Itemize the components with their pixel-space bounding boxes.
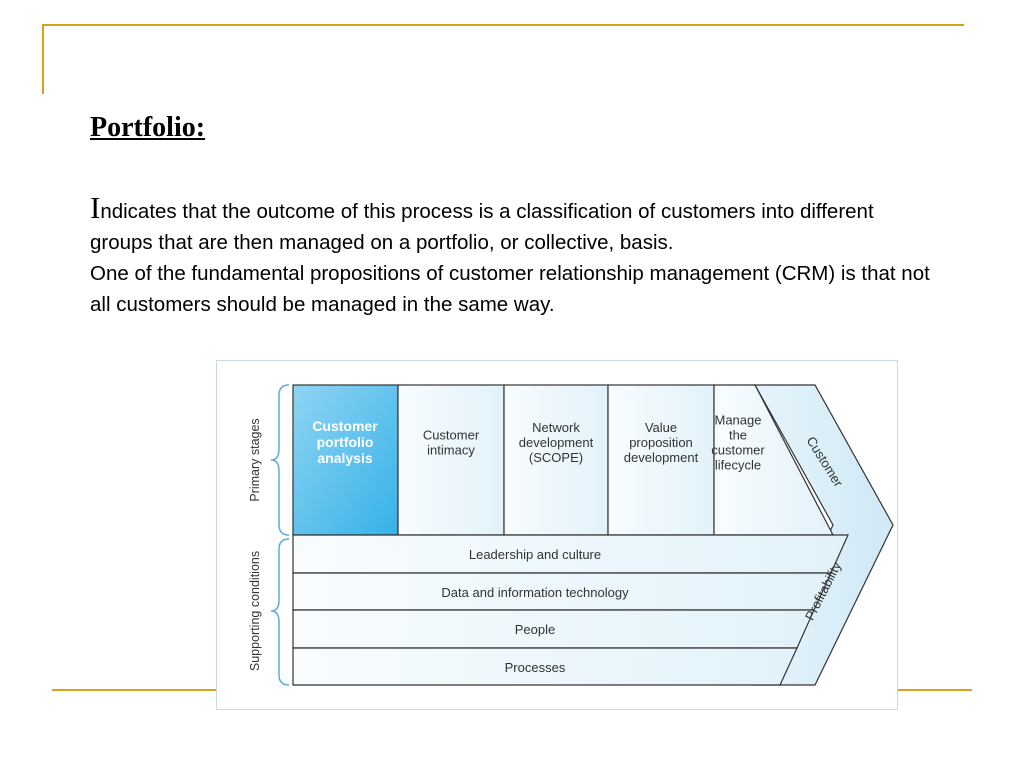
stage-label-5-line-4: lifecycle [715,458,761,473]
slide-title: Portfolio: [90,112,206,143]
stage-box-2 [397,384,505,536]
stage-label-2-line-1: Customer [423,428,480,443]
customer-profitability-chevron [753,384,894,686]
stage-label-4-line-2: proposition [629,435,693,450]
stage-label-1-line-3: analysis [317,450,372,466]
stage-label-4-line-3: development [624,450,699,465]
paragraph-1: Indicates that the outcome of this proce… [90,192,930,258]
support-label-2: Data and information technology [441,585,629,600]
supporting-conditions-label: Supporting conditions [248,551,262,671]
paragraph-1-text: ndicates that the outcome of this proces… [90,200,874,254]
paragraph-2: One of the fundamental propositions of c… [90,262,930,316]
support-label-1: Leadership and culture [469,547,601,562]
stage-label-3-line-3: (SCOPE) [529,450,583,465]
supporting-bracket [270,538,290,686]
stage-label-3-line-2: development [519,435,594,450]
diagram-canvas: Primary stages Supporting conditions Cus… [248,384,894,686]
drop-cap: I [90,190,101,225]
slide-body: Indicates that the outcome of this proce… [90,192,930,320]
bottom-rule-left [52,689,216,691]
primary-stages-label: Primary stages [248,418,262,501]
bottom-rule-right [897,689,972,691]
stage-label-5-line-3: customer [711,443,765,458]
stage-label-4-line-1: Value [645,420,677,435]
stage-box-4 [607,384,715,536]
support-label-3: People [515,622,555,637]
stage-label-5-line-2: the [729,428,747,443]
support-label-4: Processes [505,660,566,675]
top-rule [42,24,964,26]
support-bar-4 [292,647,798,686]
stage-label-1-line-2: portfolio [317,434,374,450]
left-rule [42,24,44,94]
stage-label-2-line-2: intimacy [427,443,475,458]
stage-box-1 [292,384,399,536]
primary-bracket [270,384,290,536]
stage-label-1-line-1: Customer [312,418,378,434]
crm-strategy-diagram: Primary stages Supporting conditions Cus… [216,360,898,710]
stage-box-3 [503,384,609,536]
stage-label-3-line-1: Network [532,420,580,435]
stage-label-5-line-1: Manage [715,413,762,428]
